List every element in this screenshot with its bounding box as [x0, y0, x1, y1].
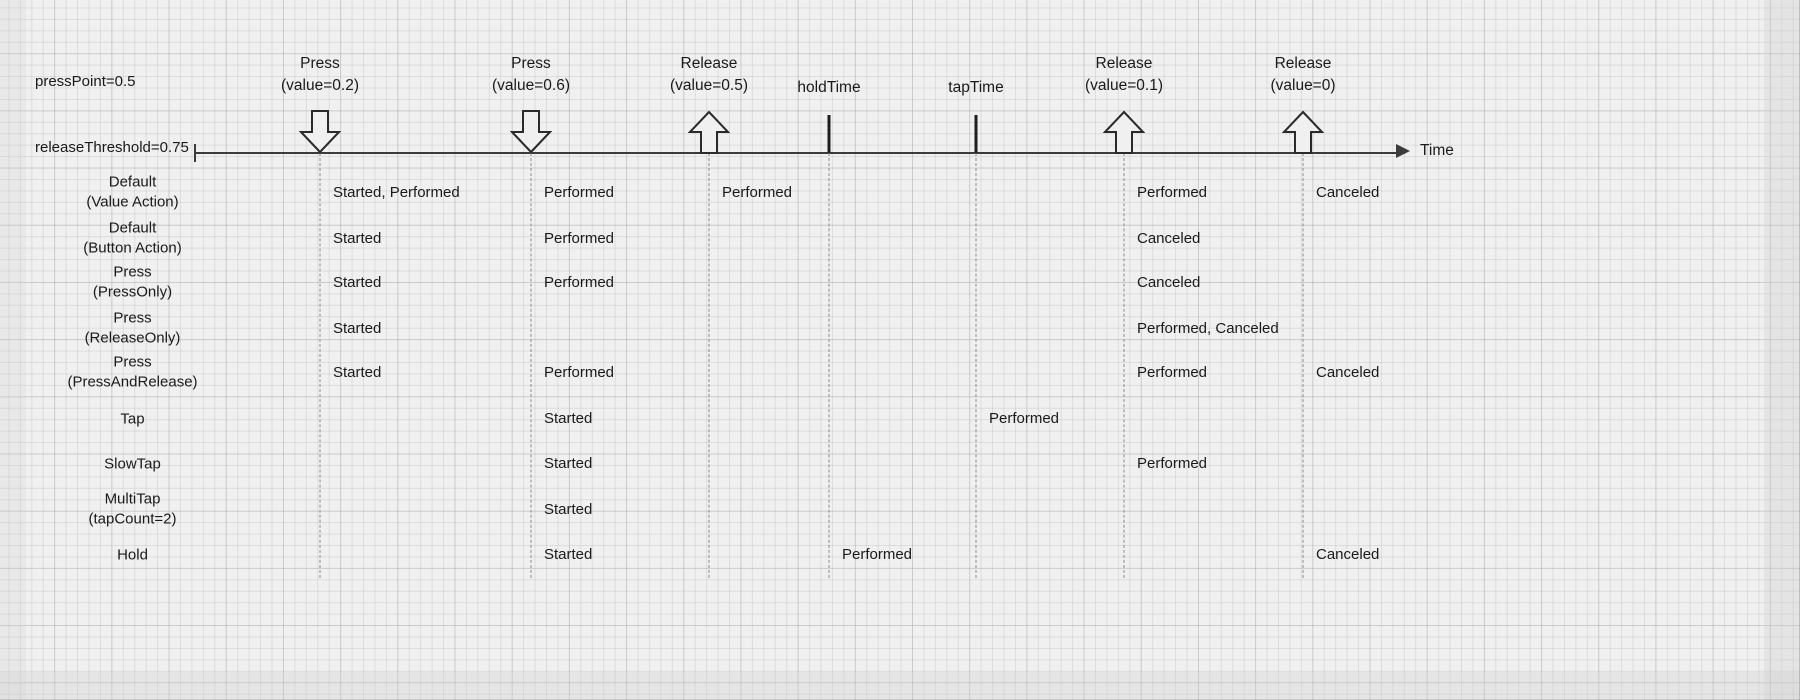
row-label-multitap: MultiTap (tapCount=2)	[0, 490, 265, 529]
phase-cell-multitap-press-06: Started	[544, 501, 593, 518]
event-label-primary: Release	[680, 55, 738, 72]
column-guide-tap-time	[975, 153, 977, 578]
row-label-default-value-action: Default (Value Action)	[0, 173, 265, 212]
column-guide-release-01	[1123, 153, 1125, 578]
row-label-slowtap: SlowTap	[0, 454, 265, 474]
page-margin-left	[0, 0, 26, 700]
phase-cell-hold-press-06: Started	[544, 546, 593, 563]
event-label-press-06: Press (value=0.6)	[492, 53, 570, 97]
row-label-secondary: (PressAndRelease)	[67, 373, 198, 390]
phase-cell-slowtap-release-01: Performed	[1137, 455, 1208, 472]
page-margin-right	[1764, 0, 1800, 700]
row-label-tap: Tap	[0, 409, 265, 429]
event-label-primary: holdTime	[797, 79, 861, 96]
phase-cell-press-pressandrelease-release-01: Performed	[1137, 364, 1208, 381]
release-threshold-note: releaseThreshold=0.75	[35, 139, 189, 156]
event-label-press-02: Press (value=0.2)	[281, 53, 359, 97]
phase-cell-hold-release-00: Canceled	[1316, 546, 1380, 563]
event-label-primary: Release	[1274, 55, 1332, 72]
phase-cell-default-value-action-press-06: Performed	[544, 184, 615, 201]
phase-cell-default-value-action-release-05: Performed	[722, 184, 793, 201]
row-label-primary: MultiTap	[104, 490, 161, 508]
phase-cell-press-pressonly-press-02: Started	[333, 274, 382, 291]
column-guide-press-06	[530, 153, 532, 578]
row-label-primary: Default	[108, 219, 157, 237]
phase-cell-tap-tap-time: Performed	[989, 410, 1060, 427]
event-label-primary: tapTime	[948, 79, 1004, 96]
phase-cell-default-button-action-release-01: Canceled	[1137, 230, 1201, 247]
parameter-note: pressPoint=0.5 releaseThreshold=0.75	[35, 27, 189, 203]
event-label-release-00: Release (value=0)	[1270, 53, 1335, 97]
phase-cell-hold-hold-time: Performed	[842, 546, 913, 563]
event-label-secondary: (value=0.5)	[670, 77, 748, 94]
page-margin-bottom	[0, 672, 1800, 700]
row-label-secondary: (tapCount=2)	[88, 510, 177, 527]
event-label-primary: Press	[300, 55, 340, 72]
event-label-release-01: Release (value=0.1)	[1085, 53, 1163, 97]
phase-cell-press-pressonly-release-01: Canceled	[1137, 274, 1201, 291]
arrow-down-icon-press-02	[299, 110, 341, 154]
phase-cell-default-button-action-press-02: Started	[333, 230, 382, 247]
row-label-primary: Hold	[117, 546, 148, 564]
press-point-note: pressPoint=0.5	[35, 73, 136, 90]
row-label-secondary: (Value Action)	[86, 193, 179, 210]
arrow-down-icon-press-06	[510, 110, 552, 154]
row-label-primary: SlowTap	[104, 455, 161, 473]
row-label-primary: Press	[113, 353, 152, 371]
row-label-press-pressandrelease: Press (PressAndRelease)	[0, 353, 265, 392]
row-label-primary: Default	[108, 173, 157, 191]
tick-marker-hold-time	[827, 115, 831, 153]
column-guide-release-00	[1302, 153, 1304, 578]
phase-cell-press-pressandrelease-release-00: Canceled	[1316, 364, 1380, 381]
row-label-secondary: (PressOnly)	[92, 283, 173, 300]
phase-cell-default-value-action-press-02: Started, Performed	[333, 184, 460, 201]
phase-cell-tap-press-06: Started	[544, 410, 593, 427]
row-label-primary: Tap	[120, 410, 145, 428]
axis-title: Time	[1420, 142, 1454, 159]
event-label-primary: Release	[1095, 55, 1153, 72]
column-guide-release-05	[708, 153, 710, 578]
event-label-hold-time: holdTime	[797, 77, 860, 99]
phase-cell-slowtap-press-06: Started	[544, 455, 593, 472]
row-label-default-button-action: Default (Button Action)	[0, 219, 265, 258]
row-label-press-releaseonly: Press (ReleaseOnly)	[0, 309, 265, 348]
event-label-secondary: (value=0.2)	[281, 77, 359, 94]
column-guide-hold-time	[828, 153, 830, 578]
event-label-secondary: (value=0.6)	[492, 77, 570, 94]
phase-cell-press-pressonly-press-06: Performed	[544, 274, 615, 291]
event-label-secondary: (value=0.1)	[1085, 77, 1163, 94]
event-label-primary: Press	[511, 55, 551, 72]
phase-cell-press-releaseonly-press-02: Started	[333, 320, 382, 337]
phase-cell-default-value-action-release-00: Canceled	[1316, 184, 1380, 201]
axis-arrow-icon	[1396, 144, 1410, 158]
row-label-primary: Press	[113, 263, 152, 281]
phase-cell-default-value-action-release-01: Performed	[1137, 184, 1208, 201]
phase-cell-press-pressandrelease-press-02: Started	[333, 364, 382, 381]
arrow-up-icon-release-05	[688, 110, 730, 154]
time-axis-line	[195, 152, 1405, 154]
row-label-secondary: (ReleaseOnly)	[84, 329, 181, 346]
event-label-secondary: (value=0)	[1270, 77, 1336, 94]
row-label-hold: Hold	[0, 545, 265, 565]
phase-cell-press-pressandrelease-press-06: Performed	[544, 364, 615, 381]
tick-marker-tap-time	[974, 115, 978, 153]
event-label-release-05: Release (value=0.5)	[670, 53, 748, 97]
phase-cell-default-button-action-press-06: Performed	[544, 230, 615, 247]
event-label-tap-time: tapTime	[948, 77, 1003, 99]
column-guide-press-02	[319, 153, 321, 578]
row-label-primary: Press	[113, 309, 152, 327]
arrow-up-icon-release-01	[1103, 110, 1145, 154]
phase-cell-press-releaseonly-release-01: Performed, Canceled	[1137, 320, 1279, 337]
row-label-press-pressonly: Press (PressOnly)	[0, 263, 265, 302]
arrow-up-icon-release-00	[1282, 110, 1324, 154]
row-label-secondary: (Button Action)	[83, 239, 182, 256]
